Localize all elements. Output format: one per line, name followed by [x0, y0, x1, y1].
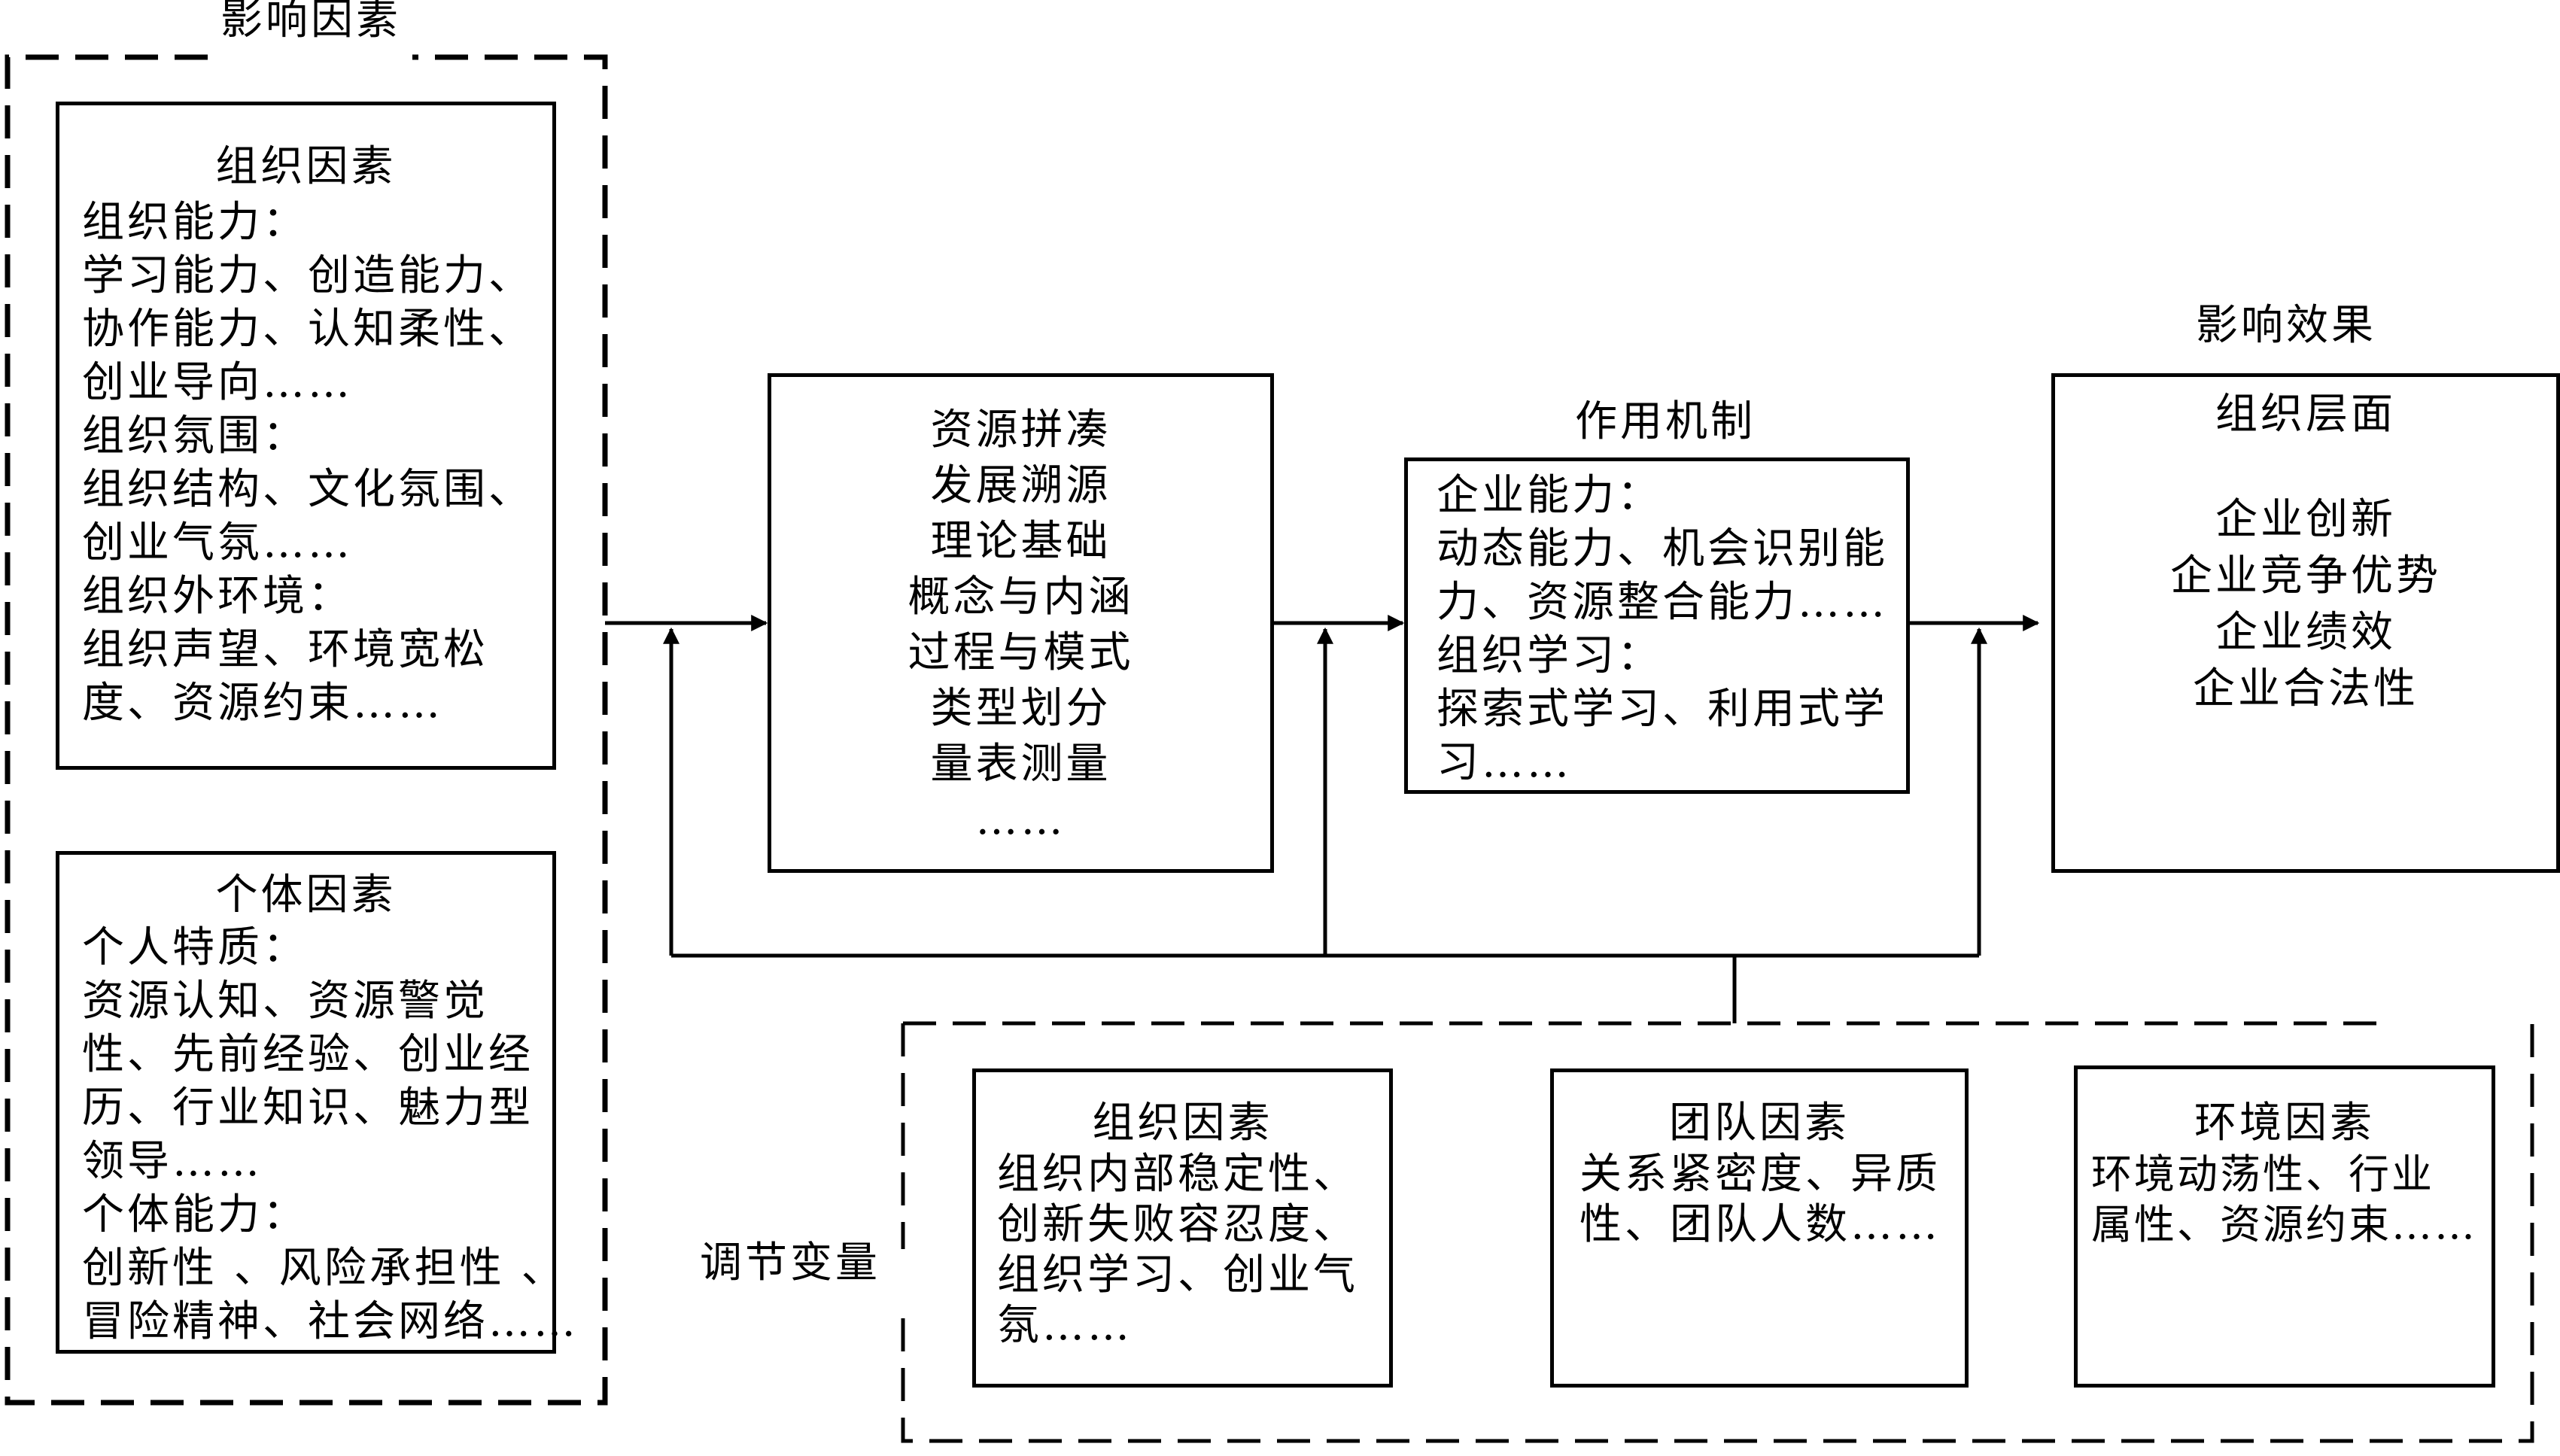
individual-factors-line: 领导……: [82, 1137, 263, 1186]
moderator-env-box: 环境因素 环境动荡性、行业 属性、资源约束……: [2074, 1065, 2495, 1388]
moderator-org-line: 创新失败容忍度、: [997, 1200, 1358, 1249]
moderator-env-line: 属性、资源约束……: [2091, 1201, 2477, 1248]
core-body: 资源拼凑 发展溯源 理论基础 概念与内涵 过程与模式 类型划分 量表测量 ……: [771, 403, 1270, 848]
moderator-team-body: 关系紧密度、异质 性、团队人数……: [1579, 1149, 1941, 1250]
org-factors-line: 学习能力、创造能力、: [82, 251, 534, 300]
individual-factors-line: 资源认知、资源警觉: [82, 977, 488, 1026]
mechanism-title: 作用机制: [1575, 397, 1756, 446]
individual-factors-line: 个人特质：: [82, 923, 308, 972]
individual-factors-line: 历、行业知识、魅力型: [82, 1084, 534, 1132]
mechanism-line: 力、资源整合能力……: [1437, 578, 1888, 627]
org-factors-line: 组织外环境：: [82, 572, 353, 621]
mechanism-box: 企业能力： 动态能力、机会识别能 力、资源整合能力…… 组织学习： 探索式学习、…: [1404, 457, 1910, 794]
org-factors-body: 组织能力： 学习能力、创造能力、 协作能力、认知柔性、 创业导向…… 组织氛围：…: [82, 196, 534, 730]
moderator-org-box: 组织因素 组织内部稳定性、 创新失败容忍度、 组织学习、创业气 氛……: [972, 1068, 1393, 1388]
org-factors-line: 协作能力、认知柔性、: [82, 305, 534, 354]
mechanism-line: 组织学习：: [1437, 631, 1662, 680]
org-factors-line: 度、资源约束……: [82, 679, 443, 728]
effects-subtitle: 组织层面: [2215, 390, 2396, 439]
effects-title: 影响效果: [2196, 301, 2376, 350]
effects-box: 组织层面 企业创新 企业竞争优势 企业绩效 企业合法性: [2051, 373, 2560, 873]
moderators-title: 调节变量: [700, 1239, 880, 1287]
moderator-team-line: 性、团队人数……: [1579, 1200, 1941, 1249]
core-line: 发展溯源: [930, 461, 1111, 510]
mechanism-line: 动态能力、机会识别能: [1437, 524, 1888, 573]
moderators-frame: [901, 1021, 2534, 1443]
influence-factors-title: 影响因素: [220, 0, 401, 44]
mechanism-line: 企业能力：: [1437, 471, 1662, 520]
org-factors-title: 组织因素: [215, 142, 397, 191]
moderator-org-body: 组织内部稳定性、 创新失败容忍度、 组织学习、创业气 氛……: [997, 1149, 1358, 1351]
individual-factors-line: 创新性 、风险承担性 、: [82, 1244, 567, 1293]
core-line: 过程与模式: [908, 628, 1134, 677]
org-factors-line: 组织结构、文化氛围、: [82, 465, 534, 514]
org-factors-box: 组织因素 组织能力： 学习能力、创造能力、 协作能力、认知柔性、 创业导向…… …: [56, 102, 556, 770]
effects-line: 企业创新: [2215, 495, 2396, 544]
core-box: 资源拼凑 发展溯源 理论基础 概念与内涵 过程与模式 类型划分 量表测量 ……: [768, 373, 1274, 873]
individual-factors-box: 个体因素 个人特质： 资源认知、资源警觉 性、先前经验、创业经 历、行业知识、魅…: [56, 851, 576, 1354]
moderator-org-line: 组织学习、创业气: [997, 1251, 1358, 1299]
moderator-env-body: 环境动荡性、行业 属性、资源约束……: [2091, 1149, 2477, 1250]
mechanism-body: 企业能力： 动态能力、机会识别能 力、资源整合能力…… 组织学习： 探索式学习、…: [1437, 469, 1888, 789]
moderator-org-title: 组织因素: [1092, 1099, 1273, 1147]
org-factors-line: 创业导向……: [82, 358, 353, 407]
moderator-team-box: 团队因素 关系紧密度、异质 性、团队人数……: [1550, 1068, 1969, 1388]
effects-line: 企业竞争优势: [2170, 552, 2441, 600]
individual-factors-line: 性、先前经验、创业经: [82, 1030, 534, 1079]
individual-factors-line: 冒险精神、社会网络……: [82, 1297, 579, 1346]
org-factors-line: 创业气氛……: [82, 518, 353, 567]
core-line: 概念与内涵: [908, 573, 1134, 622]
core-line: 类型划分: [930, 684, 1111, 733]
org-factors-line: 组织能力：: [82, 198, 308, 247]
moderator-org-line: 组织内部稳定性、: [997, 1150, 1358, 1199]
effects-line: 企业合法性: [2193, 664, 2419, 713]
core-line: 理论基础: [930, 517, 1111, 566]
individual-factors-body: 个人特质： 资源认知、资源警觉 性、先前经验、创业经 历、行业知识、魅力型 领导…: [82, 921, 579, 1348]
mechanism-line: 习……: [1437, 738, 1572, 787]
influence-factors-frame: [5, 54, 608, 1406]
moderator-team-title: 团队因素: [1669, 1099, 1850, 1147]
core-line: ……: [975, 795, 1066, 844]
core-line: 资源拼凑: [930, 406, 1111, 454]
moderator-env-title: 环境因素: [2194, 1099, 2375, 1147]
org-factors-line: 组织氛围：: [82, 412, 308, 461]
mechanism-line: 探索式学习、利用式学: [1437, 685, 1888, 734]
individual-factors-title: 个体因素: [215, 871, 397, 919]
moderator-env-line: 环境动荡性、行业: [2091, 1151, 2434, 1198]
moderator-org-line: 氛……: [997, 1301, 1133, 1350]
moderator-team-line: 关系紧密度、异质: [1579, 1150, 1941, 1199]
effects-line: 企业绩效: [2215, 608, 2396, 657]
individual-factors-line: 个体能力：: [82, 1190, 308, 1239]
core-line: 量表测量: [930, 740, 1111, 789]
org-factors-line: 组织声望、环境宽松: [82, 625, 488, 674]
effects-body: 企业创新 企业竞争优势 企业绩效 企业合法性: [2055, 491, 2556, 717]
